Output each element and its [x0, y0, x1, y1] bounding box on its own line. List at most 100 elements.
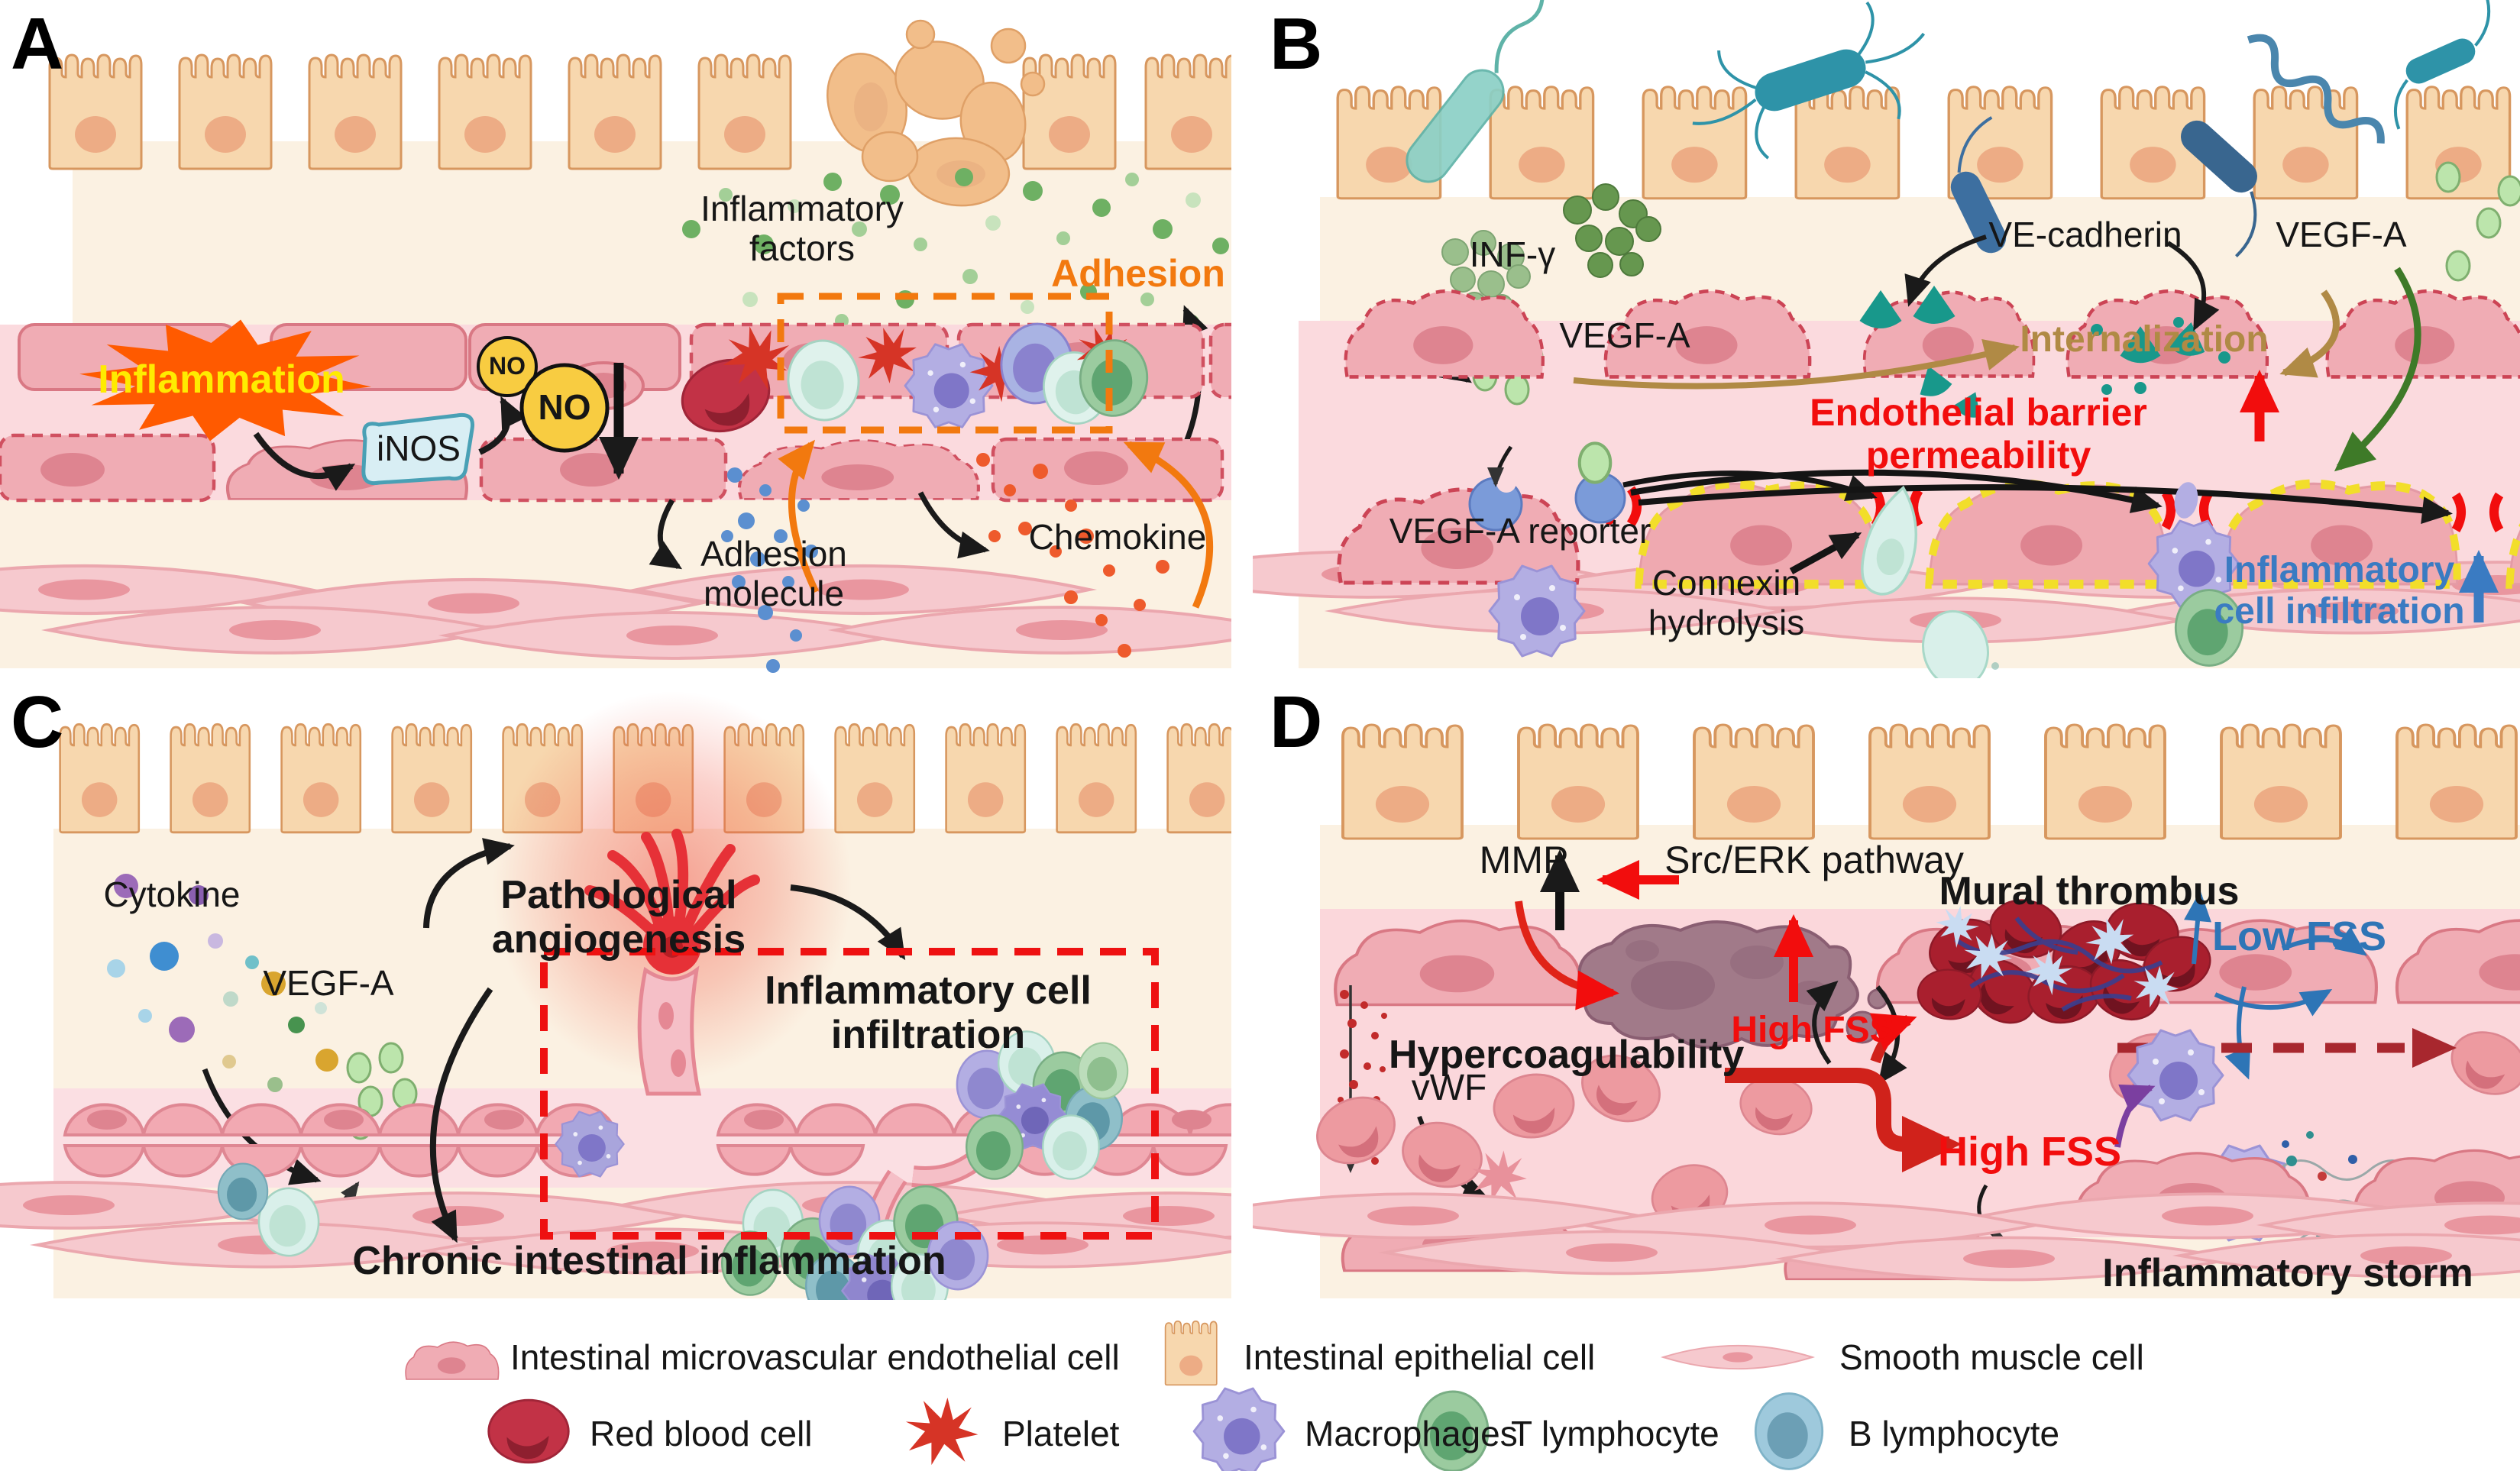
platelet-icon: [905, 1397, 979, 1466]
vegf-a-right-label: VEGF-A: [2276, 215, 2407, 254]
panel-b-label: B: [1270, 3, 1323, 85]
inos-label: iNOS: [377, 428, 461, 468]
fss-cycle-arrow-1: [1806, 981, 1839, 1065]
infiltration-dashed-box: [540, 948, 1159, 1240]
arrow-into-box: [790, 884, 906, 961]
mural-thrombus-cluster: [1915, 891, 2218, 1037]
bacterium-rod: [2174, 114, 2264, 257]
smooth-muscle-cell-icon: [1662, 1344, 1813, 1370]
panel-b-art: [1141, 0, 2520, 678]
hypercoagulability-flow-arrow: [1725, 1068, 1962, 1172]
adhesion-dashed-box: [777, 293, 1113, 434]
tan-arrow-hook: [2279, 289, 2340, 378]
adhesion-label: Adhesion: [1051, 252, 1225, 295]
arrow-vecad-left: [1904, 234, 1987, 307]
bacterium-flagellated: [1692, 1, 1926, 160]
red-blood-cell-icon: [487, 1398, 570, 1464]
chronic-inflammation-label: Chronic intestinal inflammation: [352, 1239, 946, 1283]
vegf-a-label-c: VEGF-A: [263, 963, 394, 1003]
mmp-label: MMP: [1479, 839, 1569, 881]
inflammation-glow: [493, 691, 852, 1081]
epithelial-cell-icon: [1164, 1320, 1218, 1386]
arrow-to-chemokine: [917, 491, 990, 559]
src-erk-label: Src/ERK pathway: [1664, 839, 1964, 881]
arrow-cytokine-down: [202, 1068, 322, 1185]
panel-a-art: [0, 19, 1231, 673]
macrophage-icon: [1192, 1387, 1286, 1471]
infiltration-label-b: Inflammatory cell infiltration: [2214, 550, 2465, 632]
ve-cadherin-label: VE-cadherin: [1988, 215, 2182, 254]
adhesion-molecule-dots: [721, 467, 818, 673]
epithelial-row: [1336, 86, 2512, 200]
orange-arrow-left: [778, 439, 820, 593]
mural-thrombus-label: Mural thrombus: [1939, 869, 2240, 913]
legend-item-macrophages: Macrophages: [1305, 1414, 1518, 1453]
transmigrating-cell: [1861, 485, 1918, 596]
vegf-a-left-label: VEGF-A: [1559, 315, 1690, 355]
purple-arrow: [2114, 1085, 2156, 1148]
endothelial-cell-icon: [405, 1341, 500, 1380]
arrow-inflammation-to-inos: [253, 432, 356, 491]
high-fss-2-label: High FSS: [1938, 1129, 2121, 1175]
arrow-connexin: [1789, 532, 1862, 574]
vwf-label: vWF: [1411, 1068, 1487, 1108]
legend-item-platelet: Platelet: [1002, 1414, 1120, 1453]
arrow-vecad-right: [2166, 241, 2220, 331]
legend-item-epithelial: Intestinal epithelial cell: [1244, 1337, 1596, 1377]
high-fss-1-label: High FSS: [1731, 1010, 1894, 1050]
arrow-to-chronic: [429, 987, 493, 1243]
red-curve-to-blob: [1515, 900, 1619, 1010]
tan-arrow-internalization: [1573, 339, 2020, 390]
legend-item-rbc: Red blood cell: [590, 1414, 813, 1453]
arrow-to-sprout: [423, 838, 515, 929]
chemokine-label: Chemokine: [1028, 517, 1207, 557]
legend-item-b-lymphocyte: B lymphocyte: [1849, 1414, 2060, 1453]
bacterium-rod: [2393, 0, 2491, 130]
low-fss-label: Low FSS: [2212, 913, 2386, 959]
arrow-gap-3: [1638, 484, 2453, 525]
arrow-to-reporter: [1487, 445, 1513, 487]
no-molecule-large: [519, 363, 610, 453]
legend-item-t-lymphocyte: T lymphocyte: [1511, 1414, 1719, 1453]
orange-arrow-right: [1123, 441, 1214, 609]
degranulating-cell: [1921, 609, 1999, 678]
chemokine-dots: [976, 453, 1169, 658]
panel-c-art: [0, 691, 1231, 1300]
panel-a-label: A: [11, 3, 64, 85]
arrow-to-adhesion-molecule: [649, 499, 683, 570]
adhesion-molecule-label: Adhesion molecule: [700, 534, 847, 613]
bacteria: [1406, 0, 2491, 258]
low-fss-arrows: [2184, 891, 2367, 1080]
inflammatory-factors-label: Inflammatory factors: [700, 189, 904, 268]
epithelial-row: [48, 53, 1231, 170]
dashed-flow-arrowhead: [2412, 1028, 2457, 1068]
panel-c-label: C: [11, 681, 64, 763]
epithelial-row: [1341, 723, 2518, 840]
panel-d-label: D: [1270, 681, 1323, 763]
no-molecule-small: [477, 336, 538, 397]
arrow-inos-to-no: [478, 396, 527, 455]
no-small-label: NO: [489, 352, 526, 380]
hypercoagulability-label: Hypercoagulability: [1389, 1033, 1745, 1077]
ve-cadherin-diamonds: [1859, 286, 2230, 422]
inflammation-starburst: [79, 319, 371, 441]
angiogenic-sprout: [584, 829, 760, 1096]
internalization-label: Internalization: [2020, 319, 2269, 360]
legend-item-smooth-muscle: Smooth muscle cell: [1839, 1337, 2144, 1377]
inflammatory-storm-label: Inflammatory storm: [2102, 1251, 2473, 1295]
cytokine-label: Cytokine: [103, 875, 241, 914]
bacterium-spirochete: [2247, 34, 2385, 144]
connexin-hydrolysis-label: Connexin hydrolysis: [1648, 563, 1805, 642]
transmigrating-macrophage: [2147, 482, 2240, 608]
infiltration-label-c: Inflammatory cell infiltration: [765, 968, 1092, 1058]
b-lymphocyte-icon: [1754, 1392, 1824, 1470]
cytokine-dots: [107, 874, 338, 1092]
barrier-permeability-label: Endothelial barrier permeability: [1810, 391, 2147, 477]
bacterium-rod: [1946, 116, 2011, 258]
legend-item-endothelial: Intestinal microvascular endothelial cel…: [510, 1337, 1120, 1377]
bacterium-curved-rod: [1406, 0, 1545, 183]
pathological-angiogenesis-label: Pathological angiogenesis: [491, 873, 746, 962]
green-arrow-vegf: [2334, 267, 2421, 472]
inos-badge: [361, 412, 475, 486]
